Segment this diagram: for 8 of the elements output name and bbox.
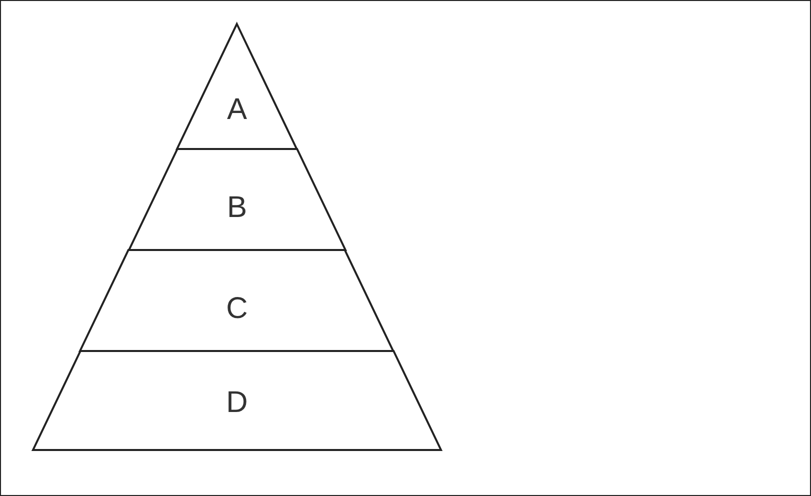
tier-label: A	[226, 93, 247, 127]
pyramid-tier	[128, 149, 346, 250]
pyramid-tier	[33, 351, 441, 450]
tier-label: C	[226, 292, 248, 326]
tier-label: D	[226, 386, 248, 420]
pyramid-tier	[177, 24, 297, 149]
pyramid-tier	[80, 250, 394, 351]
tier-label: B	[226, 191, 247, 225]
